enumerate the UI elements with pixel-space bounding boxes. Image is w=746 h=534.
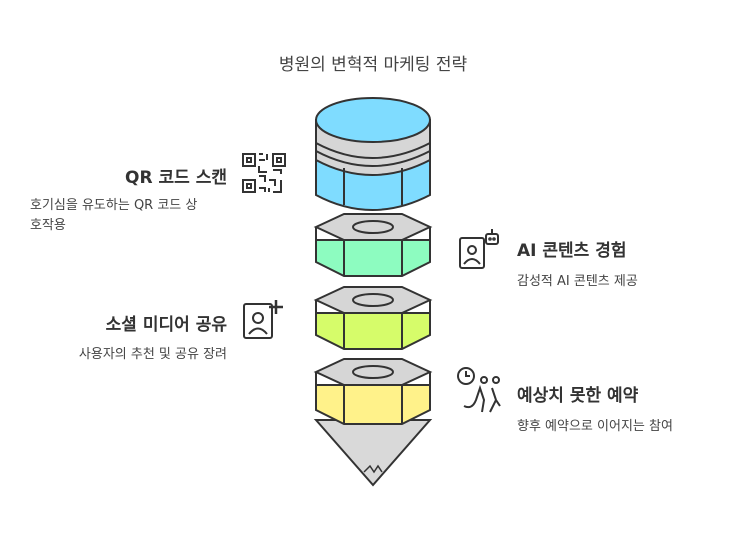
diagram-title: 병원의 변혁적 마케팅 전략 [278, 55, 468, 75]
robot-person-icon [459, 229, 499, 269]
description-line: 감성적 AI 콘텐츠 제공 [517, 274, 638, 289]
label-ai-content: AI 콘텐츠 경험 [517, 241, 627, 261]
description-line: 호작용 [30, 218, 66, 233]
stack-segment-booking [313, 358, 433, 487]
clock-people-icon [457, 367, 501, 413]
qr-code-icon [242, 153, 286, 193]
description-line: 향후 예약으로 이어지는 참여 [517, 419, 673, 434]
description-qr-scan: 호기심을 유도하는 QR 코드 상 호작용 [30, 196, 260, 236]
stack-segment-qr [315, 97, 431, 211]
label-social-share: 소셜 미디어 공유 [105, 315, 227, 335]
description-social-share: 사용자의 추천 및 공유 장려 [10, 345, 227, 365]
description-line: 호기심을 유도하는 QR 코드 상 [30, 198, 198, 213]
stack-segment-ai [313, 213, 433, 277]
description-ai-content: 감성적 AI 콘텐츠 제공 [517, 272, 737, 292]
label-qr-scan: QR 코드 스캔 [125, 168, 227, 188]
description-unexpected-booking: 향후 예약으로 이어지는 참여 [517, 417, 737, 437]
stack-segment-social [313, 286, 433, 350]
description-line: 사용자의 추천 및 공유 장려 [78, 347, 227, 362]
add-person-icon [243, 300, 283, 339]
label-unexpected-booking: 예상치 못한 예약 [517, 386, 639, 406]
